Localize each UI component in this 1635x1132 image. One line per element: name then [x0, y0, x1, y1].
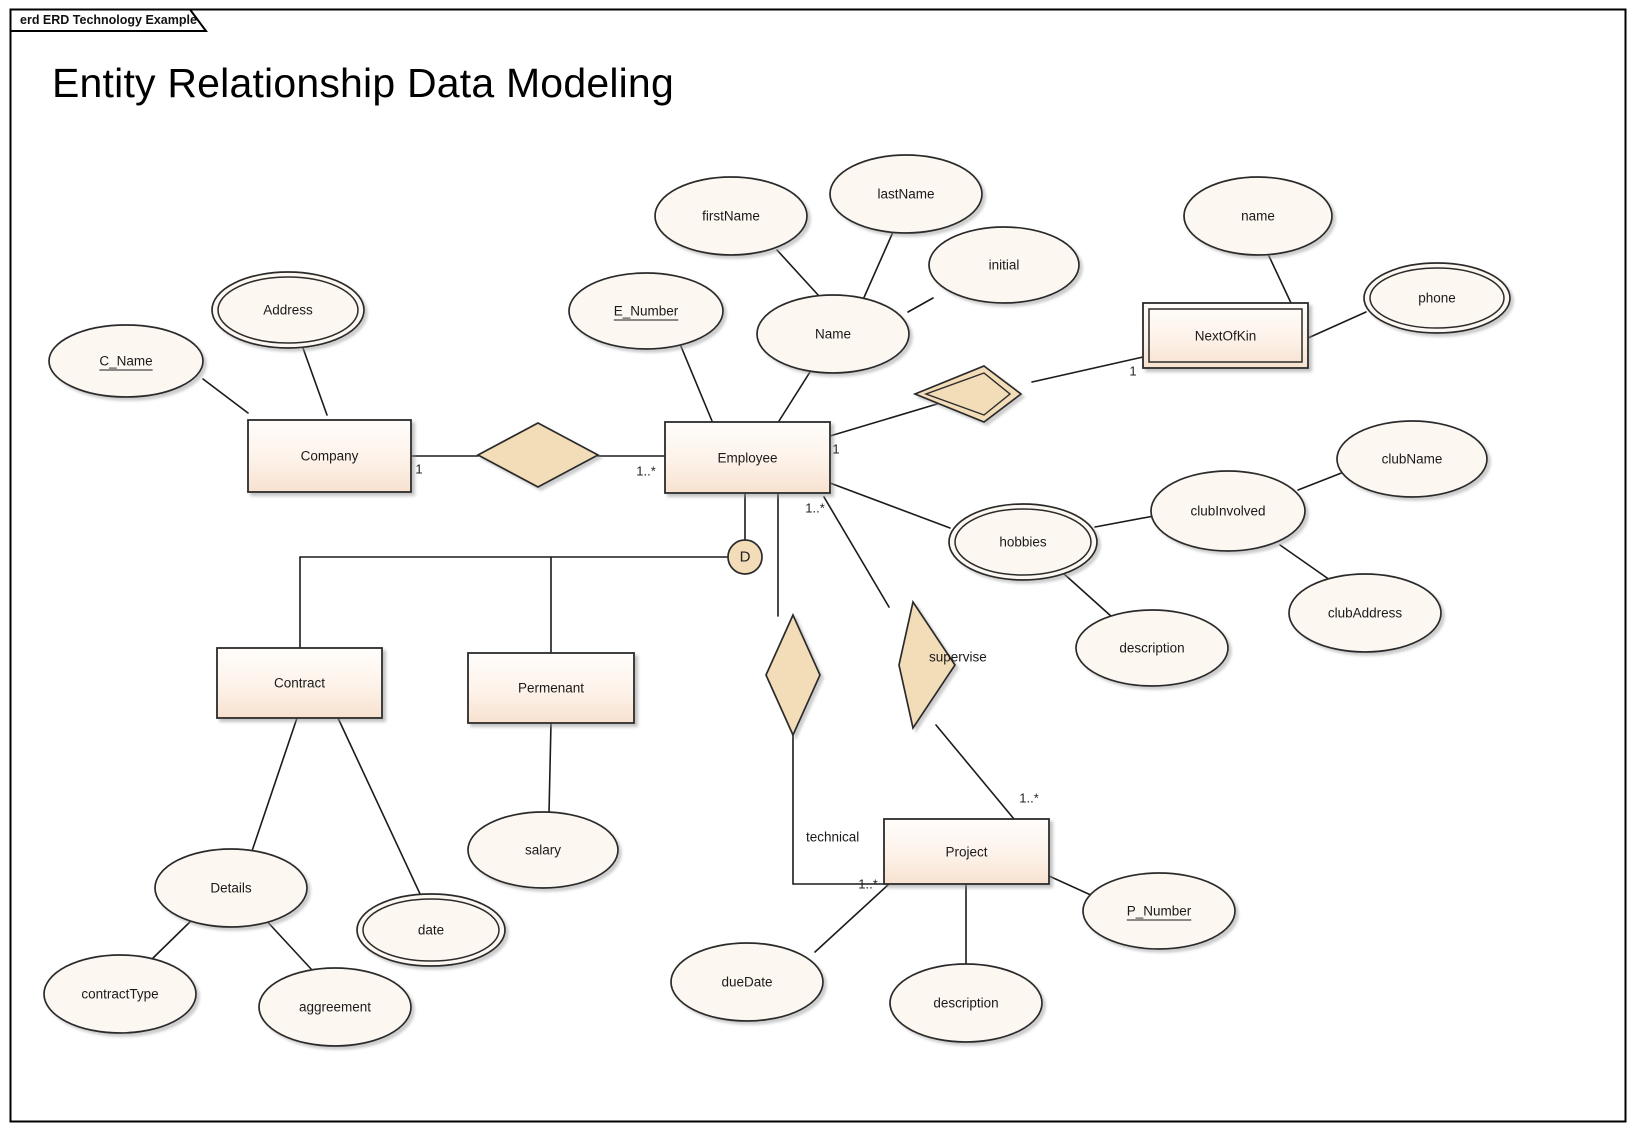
attribute-c_name[interactable]: [48, 324, 204, 398]
connector-address-company: [302, 347, 328, 416]
attribute-phone[interactable]: [1363, 262, 1511, 334]
erd-shapes: [43, 154, 1511, 1047]
attribute-clubinvolved[interactable]: [1150, 470, 1306, 552]
cardinality-card-company: 1: [415, 461, 423, 477]
disjoint-symbol: D: [739, 548, 751, 566]
page-title: Entity Relationship Data Modeling: [52, 60, 674, 106]
attribute-clubname[interactable]: [1336, 420, 1488, 498]
cardinality-card-project-tech: 1..*: [858, 876, 878, 892]
connector-name-employee: [778, 371, 811, 422]
entity-company[interactable]: [247, 419, 412, 493]
relationship-technical[interactable]: [765, 612, 821, 738]
cardinality-card-employee-kin: 1: [832, 441, 840, 457]
connector-technical-down: [792, 734, 885, 885]
attribute-details[interactable]: [154, 848, 308, 928]
connector-initial-name: [907, 297, 934, 313]
attribute-e_number[interactable]: [568, 272, 724, 350]
connector-employee-kinrel: [829, 403, 938, 437]
connector-c_name-company: [202, 378, 249, 414]
attribute-kin_name[interactable]: [1183, 176, 1333, 256]
attribute-aggreement[interactable]: [258, 967, 412, 1047]
relationship-label-label-technical: technical: [806, 829, 860, 845]
attribute-initial[interactable]: [928, 226, 1080, 304]
connector-hobbies-club: [1094, 515, 1155, 528]
connector-contract-date: [337, 717, 422, 897]
entity-contract[interactable]: [216, 647, 383, 719]
attribute-firstname[interactable]: [654, 176, 808, 256]
entity-employee[interactable]: [664, 421, 831, 494]
entity-project[interactable]: [883, 818, 1050, 885]
cardinality-card-employee-comp: 1..*: [636, 463, 656, 479]
attribute-contracttype[interactable]: [43, 954, 197, 1034]
attribute-proj_desc[interactable]: [889, 963, 1043, 1043]
relationship-label-label-supervise: supervise: [929, 649, 987, 665]
connector-project-duedate: [814, 883, 890, 953]
connector-lines: [151, 231, 1367, 971]
connector-nextofkin-phone: [1307, 311, 1367, 339]
attribute-address[interactable]: [211, 271, 365, 349]
connector-club-clubaddress: [1279, 544, 1331, 581]
diagram-frame: [9, 8, 1627, 1123]
connector-e_number-employee: [679, 343, 713, 422]
connector-club-clubname: [1297, 471, 1345, 491]
attribute-salary[interactable]: [467, 811, 619, 889]
connector-permenant-salary: [548, 722, 552, 814]
attribute-clubaddress[interactable]: [1288, 573, 1442, 653]
relationship-supervise[interactable]: [898, 599, 957, 731]
frame-tab: erd ERD Technology Example: [10, 9, 223, 31]
connector-supervise-project: [935, 724, 1015, 820]
attribute-duedate[interactable]: [670, 942, 824, 1022]
connector-hobbies-description: [1062, 572, 1113, 618]
cardinality-card-project-super: 1..*: [1019, 790, 1039, 806]
entity-permenant[interactable]: [467, 652, 635, 724]
frame-tab-label: erd ERD Technology Example: [20, 13, 197, 27]
cardinality-card-kin: 1: [1129, 363, 1137, 379]
attribute-hobbies[interactable]: [948, 503, 1098, 581]
connector-employee-supervise: [823, 496, 890, 608]
relationship-company-employee[interactable]: [476, 422, 600, 488]
connector-employee-hobbies: [829, 482, 951, 529]
attribute-name_comp[interactable]: [756, 294, 910, 374]
connector-firstname-name: [776, 249, 820, 297]
connector-contract-details: [251, 717, 298, 852]
entity-nextofkin[interactable]: [1142, 302, 1309, 369]
attribute-hob_desc[interactable]: [1075, 609, 1229, 687]
attribute-date[interactable]: [356, 893, 506, 967]
connector-lastname-name: [861, 231, 894, 303]
attribute-lastname[interactable]: [829, 154, 983, 234]
relationship-employee-kin[interactable]: [912, 365, 1023, 423]
connector-kinrel-nextofkin: [1031, 356, 1144, 383]
connector-details-contracttype: [151, 916, 196, 960]
connector-project-pnumber: [1048, 875, 1094, 897]
attribute-p_number[interactable]: [1082, 872, 1236, 950]
connector-details-aggreement: [262, 916, 313, 971]
cardinality-card-employee-super: 1..*: [805, 500, 825, 516]
specialization-disjoint-circle[interactable]: [727, 539, 763, 575]
connector-kinname-nextofkin: [1267, 253, 1292, 304]
